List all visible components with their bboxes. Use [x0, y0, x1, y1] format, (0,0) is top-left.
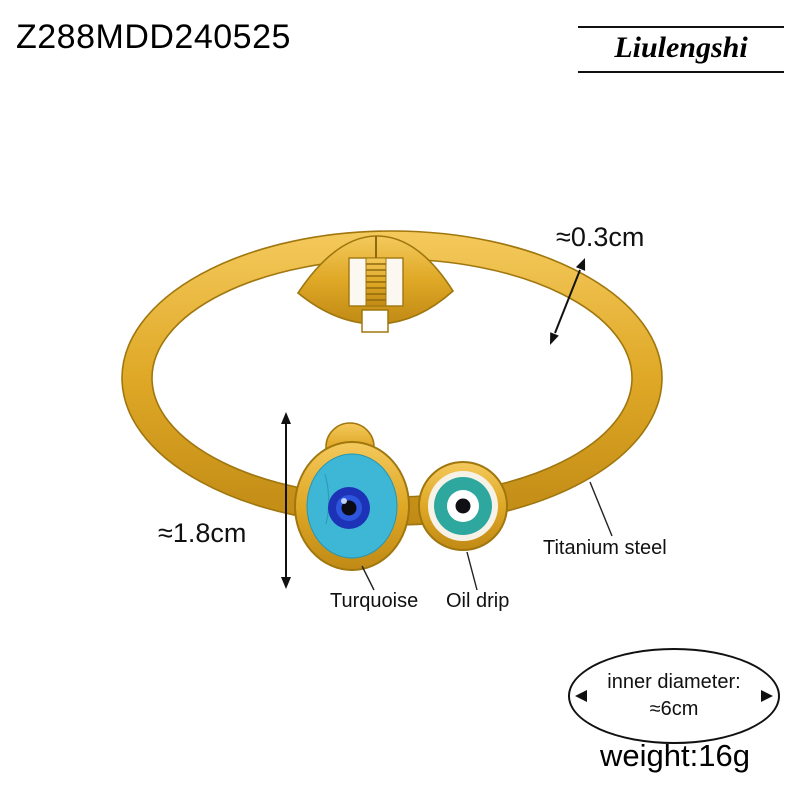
turquoise-charm: [294, 422, 410, 571]
brand-logo: Liulengshi: [578, 26, 784, 73]
turquoise-leader-line: [361, 565, 375, 591]
band-thickness-label: ≈0.3cm: [556, 222, 645, 252]
hinge-clasp: [296, 235, 455, 333]
diameter-arrow-right-icon: [761, 690, 773, 702]
diameter-arrow-left-icon: [575, 690, 587, 702]
evil-eye-bead: [328, 487, 370, 529]
turquoise-label: Turquoise: [330, 590, 419, 612]
material-leader-line: [589, 481, 613, 537]
spring-coil: [365, 257, 387, 307]
height-dimension-arrow: [281, 412, 291, 589]
bangle-band: [121, 230, 663, 526]
inner-diameter-value: ≈6cm: [649, 698, 699, 720]
brand-name: Liulengshi: [614, 31, 748, 64]
thickness-dimension-arrow: [550, 258, 586, 345]
inner-diameter-label: inner diameter:: [607, 671, 741, 693]
hinge-notch: [361, 309, 389, 333]
weight-label: weight:16g: [600, 738, 750, 773]
material-label: Titanium steel: [543, 537, 667, 559]
oil-drip-label: Oil drip: [446, 590, 510, 612]
charm-height-label: ≈1.8cm: [158, 518, 247, 548]
product-code: Z288MDD240525: [16, 18, 291, 56]
inner-diameter-callout: inner diameter: ≈6cm: [568, 648, 780, 744]
oil-drip-charm: [418, 461, 508, 551]
oil-drip-leader-line: [466, 551, 478, 591]
